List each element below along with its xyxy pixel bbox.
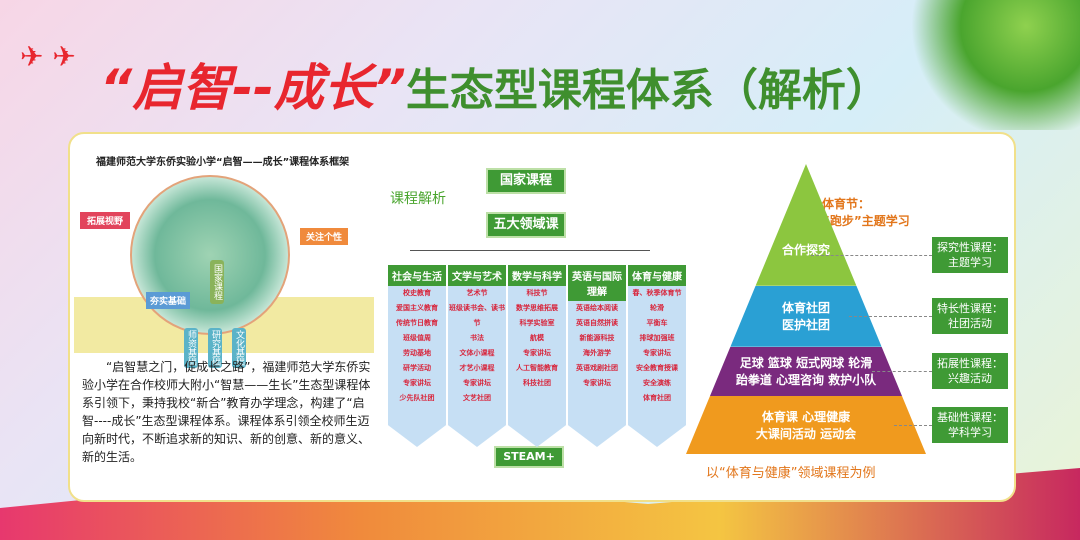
pyramid-note: 体育节： <box>822 197 871 211</box>
course-item: 科学实验室 <box>519 319 555 327</box>
course-item: 校史教育 <box>403 289 431 297</box>
domain-column: 英语与国际理解英语绘本阅读英语自然拼读新能源科技海外游学英语戏剧社团专家讲坛 <box>568 265 626 447</box>
course-item: 科技节 <box>526 289 548 297</box>
course-item: 专家讲坛 <box>643 349 671 357</box>
course-item: 英语自然拼读 <box>576 319 618 327</box>
framework-title: 福建师范大学东侨实验小学“启智——成长”课程体系框架 <box>96 157 350 168</box>
course-type-tag: 特长性课程：社团活动 <box>932 298 1008 335</box>
course-item: 专家讲坛 <box>583 379 611 387</box>
level-text: 体育课 心理健康 <box>761 410 851 424</box>
poster-title: “启智--成长”生态型课程体系（解析） <box>100 59 890 117</box>
course-item: 班级读书会、读书节 <box>449 304 505 327</box>
birds-icon: ✈ ✈ <box>20 40 76 73</box>
course-item: 研学活动 <box>403 364 431 372</box>
course-item: 文体小课程 <box>459 349 495 357</box>
course-item: 劳动基地 <box>403 349 431 357</box>
level-text: 医护社团 <box>781 318 830 333</box>
course-item: 专家讲坛 <box>523 349 551 357</box>
course-item: 新能源科技 <box>579 334 615 342</box>
course-item: 专家讲坛 <box>463 379 491 387</box>
box-individuality: 关注个性 <box>300 228 348 245</box>
tag-title: 基础性课程： <box>937 411 1003 424</box>
course-item: 平衡车 <box>646 319 668 327</box>
analysis-label: 课程解析 <box>390 191 446 207</box>
course-item: 航模 <box>530 334 544 342</box>
leaves-decoration <box>900 0 1080 130</box>
pyramid-note: “跑步”主题学习 <box>822 214 910 228</box>
trunk-label: 国家课程 <box>210 260 224 304</box>
level-text: 体育社团 <box>781 301 830 316</box>
course-item: 轮滑 <box>650 304 664 312</box>
course-item: 英语戏剧社团 <box>576 364 618 372</box>
root-label: 师资基础 <box>184 328 198 368</box>
course-type-tag: 拓展性课程：兴趣活动 <box>932 353 1008 390</box>
course-item: 传统节日教育 <box>396 319 438 327</box>
course-item: 体育社团 <box>643 394 671 402</box>
dotted-connector <box>871 371 932 373</box>
dotted-connector <box>849 316 932 318</box>
level-text: 合作探究 <box>781 243 830 258</box>
course-type-tag: 探究性课程：主题学习 <box>932 236 1008 273</box>
dotted-connector <box>811 254 932 256</box>
pyramid-level: 体育课 心理健康大课间活动 运动会 <box>686 396 926 454</box>
level-text: 大课间活动 运动会 <box>755 427 857 441</box>
box-expand-vision: 拓展视野 <box>80 212 130 229</box>
intro-paragraph: “启智慧之门，促成长之路”，福建师范大学东侨实验小学在合作校师大附小“智慧——生… <box>82 360 371 464</box>
course-item: 海外游学 <box>583 349 611 357</box>
domain-title: 英语与国际理解 <box>568 265 626 301</box>
course-item: 文艺社团 <box>463 394 491 402</box>
domain-title: 体育与健康 <box>628 265 686 286</box>
tree-diagram <box>130 175 290 335</box>
tag-sub: 兴趣活动 <box>948 372 992 386</box>
domain-column: 数学与科学科技节数学思维拓展科学实验室航模专家讲坛人工智能教育科技社团 <box>508 265 566 447</box>
domain-title: 社会与生活 <box>388 265 446 286</box>
five-domains-box: 五大领域课程 <box>486 212 566 254</box>
root-label: 文化基础 <box>232 328 246 368</box>
steam-box: STEAM+ <box>494 446 564 468</box>
course-item: 艺术节 <box>466 289 488 297</box>
tag-sub: 社团活动 <box>948 317 992 331</box>
course-item: 排球加强班 <box>639 334 675 342</box>
course-item: 安全教育授课 <box>636 364 678 372</box>
domain-title: 数学与科学 <box>508 265 566 286</box>
pyramid-level: 体育社团医护社团 <box>730 285 882 347</box>
pyramid-caption: 以“体育与健康”领域课程为例 <box>706 466 876 481</box>
dotted-connector <box>894 425 932 426</box>
tag-title: 探究性课程： <box>937 240 1003 254</box>
domain-column: 体育与健康春、秋季体育节轮滑平衡车排球加强班专家讲坛安全教育授课安全演练体育社团 <box>628 265 686 447</box>
course-item: 春、秋季体育节 <box>632 289 682 297</box>
course-type-tag: 基础性课程： 学科学习 <box>932 407 1008 443</box>
domain-title: 文学与艺术 <box>448 265 506 286</box>
root-label: 研究基础 <box>208 328 222 368</box>
course-item: 少先队社团 <box>399 394 435 402</box>
course-item: 爱国主义教育 <box>396 304 438 312</box>
level-text: 足球 篮球 短式网球 轮滑 <box>739 356 873 371</box>
tag-sub: 主题学习 <box>948 255 992 269</box>
national-curriculum-box: 国家课程 <box>486 168 566 194</box>
course-item: 人工智能教育 <box>516 364 558 372</box>
box-foundation: 夯实基础 <box>146 292 190 309</box>
tag-title: 特长性课程： <box>937 302 1003 316</box>
pyramid-level: 合作探究 <box>755 164 857 286</box>
course-item: 专家讲坛 <box>403 379 431 387</box>
course-item: 科技社团 <box>523 379 551 387</box>
course-item: 英语绘本阅读 <box>576 304 618 312</box>
pyramid-level: 足球 篮球 短式网球 轮滑跆拳道 心理咨询 救护小队 <box>710 346 902 396</box>
course-item: 安全演练 <box>643 379 671 387</box>
course-item: 书法 <box>470 334 484 342</box>
course-item: 班级值周 <box>403 334 431 342</box>
course-item: 才艺小课程 <box>459 364 495 372</box>
domain-column: 文学与艺术艺术节班级读书会、读书节书法文体小课程才艺小课程专家讲坛文艺社团 <box>448 265 506 447</box>
domain-column: 社会与生活校史教育爱国主义教育传统节日教育班级值周劳动基地研学活动专家讲坛少先队… <box>388 265 446 447</box>
level-text: 跆拳道 心理咨询 救护小队 <box>735 373 877 388</box>
course-item: 数学思维拓展 <box>516 304 558 312</box>
pyramid: 合作探究体育社团医护社团足球 篮球 短式网球 轮滑跆拳道 心理咨询 救护小队体育… <box>686 164 926 454</box>
connector-line <box>410 250 650 251</box>
tag-title: 拓展性课程： <box>937 357 1003 371</box>
tag-sub: 学科学习 <box>948 426 992 439</box>
